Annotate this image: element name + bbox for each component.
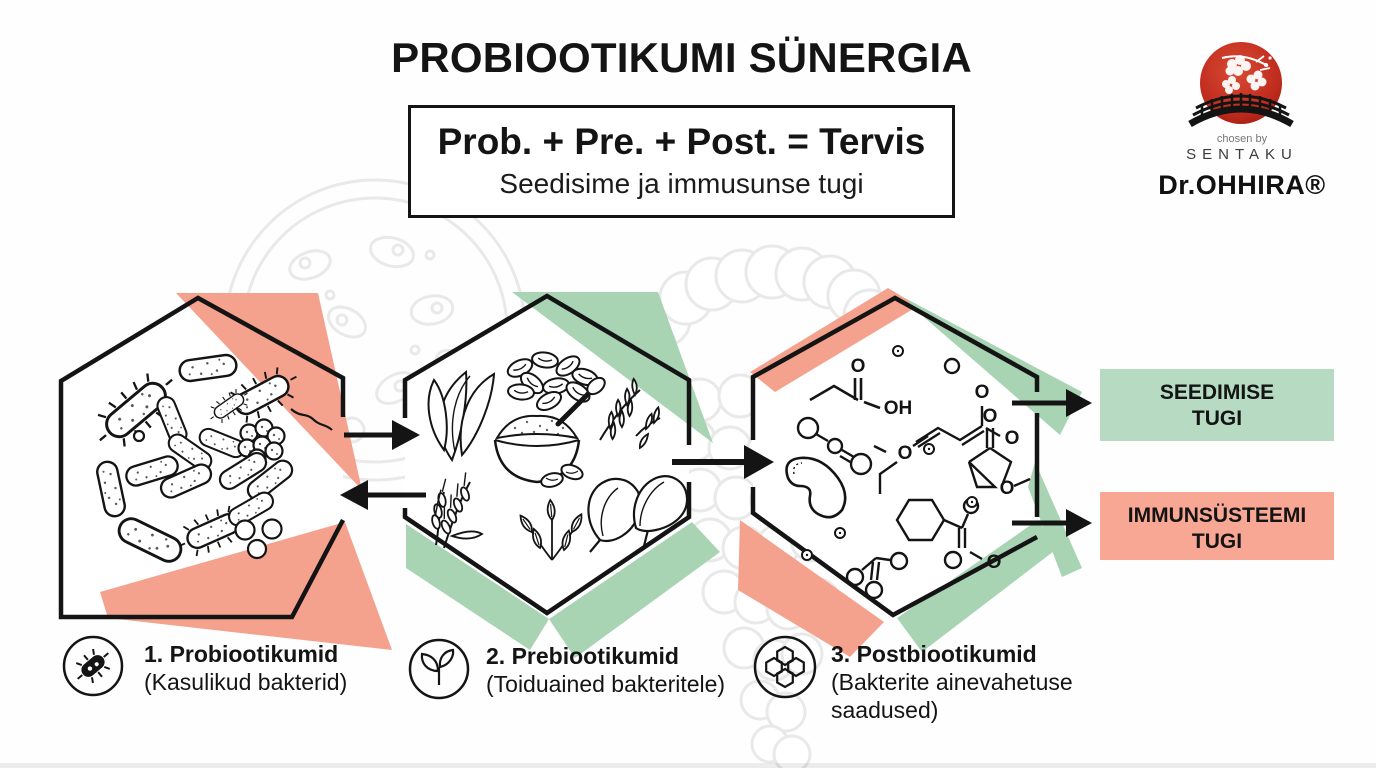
stage-3-title: 3. Postbiootikumid [831,641,1037,667]
propionic-acid-structure: O OH [809,356,913,419]
bacteria-illustration [85,352,333,567]
stage-1-label: 1. Probiootikumid (Kasulikud bakterid) [144,640,374,696]
wheat-drawing [426,471,484,549]
bowl-drawing [493,376,606,484]
digestion-support-box: SEEDIMISE TUGI [1100,369,1334,441]
digestion-support-line2: TUGI [1191,407,1243,430]
bean-shape [785,456,847,519]
arrow-right-1 [344,420,420,450]
peanuts-drawing [540,463,584,488]
stage-2-label: 2. Prebiootikumid (Toiduained bakteritel… [486,642,736,698]
food-illustration [426,349,689,561]
logo-tagline: chosen by [1216,133,1268,145]
immune-support-box: IMMUNSÜSTEEMI TUGI [1100,492,1334,560]
svg-text:O: O [987,552,1002,573]
stage-1-subtitle: (Kasulikud bakterid) [144,669,348,695]
bacterium-icon [60,633,126,699]
page-title: PROBIOOTIKUMI SÜNERGIA [391,34,972,81]
greens-drawing [427,370,496,463]
stage-2-subtitle: (Toiduained bakteritele) [486,671,726,697]
svg-text:O: O [898,443,913,464]
blossom-icon [1221,55,1272,94]
green-accents [406,292,1082,658]
molecules-illustration: O OH O O [785,345,1031,600]
arrow-to-digestion [1012,389,1092,417]
lactone-ring-structure: O O [967,406,1031,499]
svg-text:O: O [1000,478,1015,499]
formula-subtitle: Seedisime ja immusunse tugi [499,168,864,199]
hexagon-2 [402,293,692,616]
stage-2-title: 2. Prebiootikumid [486,643,679,669]
formula-text: Prob. + Pre. + Post. = Tervis [437,121,926,162]
bottom-edge-shadow [0,763,1376,768]
svg-text:O: O [983,406,998,427]
immune-support-line2: TUGI [1191,530,1243,553]
arrow-right-2 [672,445,774,479]
digestion-support-line1: SEEDIMISE [1159,381,1275,404]
logo-emblem-icon [1188,42,1294,128]
sprout-icon [406,636,472,702]
brand-logo: chosen by SENTAKU Dr.OHHIRA® [1152,36,1332,201]
molecules-icon [752,634,818,700]
stage-3-subtitle: (Bakterite ainevahetuse saadused) [831,669,1073,723]
formula-box: Prob. + Pre. + Post. = Tervis Seedisime … [408,105,955,218]
immune-support-line1: IMMUNSÜSTEEMI [1127,504,1307,527]
svg-text:O: O [851,356,866,377]
svg-text:O: O [975,382,990,403]
spinach-drawing [587,475,689,553]
stage-1-title: 1. Probiootikumid [144,641,339,667]
ether-structure: O [873,435,929,494]
basil-drawing [516,498,586,561]
arrow-left-1 [340,480,426,510]
svg-text:OH: OH [884,398,913,419]
logo-name: Dr.OHHIRA® [1158,170,1326,200]
bridge-icon [1188,93,1294,128]
svg-text:O: O [1005,428,1020,449]
hexagon-3 [750,295,1040,618]
herb-sprig-drawing [599,378,665,449]
arrow-to-immune [1012,509,1092,537]
hexagon-1 [58,295,346,620]
carbonate-structure [845,551,909,600]
ozone-structure [796,416,873,476]
logo-brand: SENTAKU [1186,146,1298,163]
stage-3-label: 3. Postbiootikumid (Bakterite ainevahetu… [831,640,1083,724]
